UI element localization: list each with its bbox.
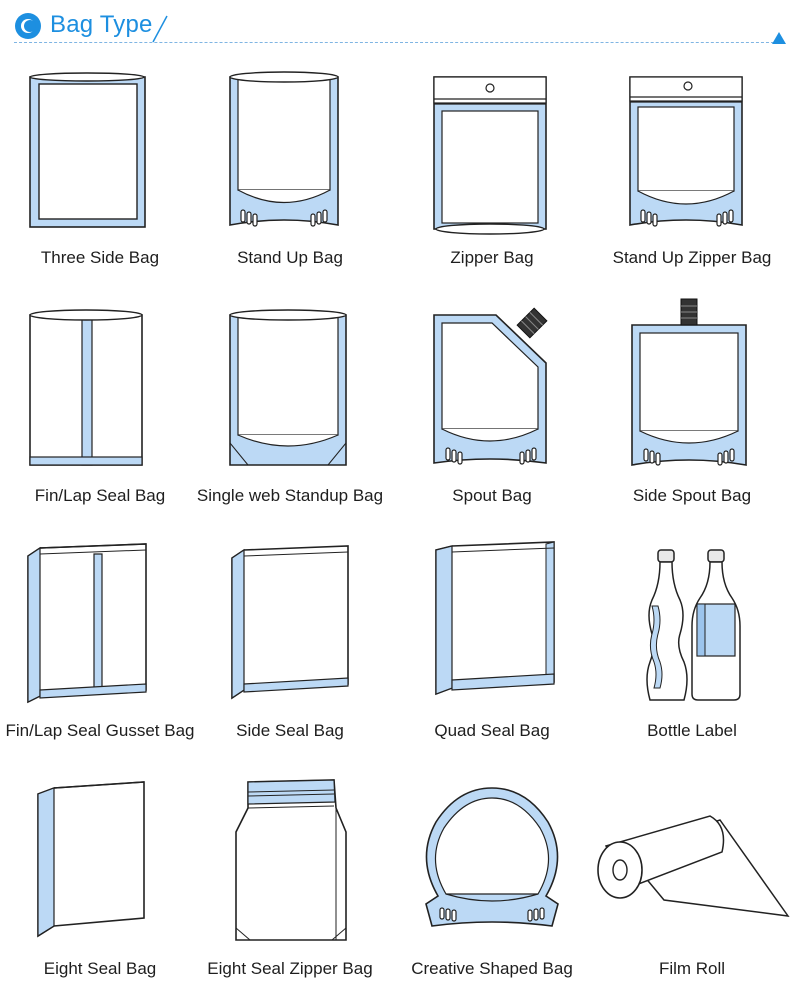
- bag-type-label: Eight Seal Zipper Bag: [207, 959, 373, 978]
- bag-type-item[interactable]: Side Spout Bag: [592, 293, 792, 531]
- bag-type-label: Bottle Label: [647, 721, 737, 740]
- stand-up-zipper-bag-icon: [629, 76, 743, 227]
- bag-type-label: Fin/Lap Seal Bag: [34, 486, 166, 505]
- fin-lap-seal-bag-icon: [29, 309, 143, 466]
- bag-type-label: Film Roll: [658, 959, 726, 978]
- bag-type-item[interactable]: Spout Bag: [392, 293, 592, 531]
- bag-type-item[interactable]: Fin/Lap Seal Gusset Bag: [0, 530, 200, 768]
- bag-type-item[interactable]: Side Seal Bag: [190, 530, 390, 768]
- bag-type-item[interactable]: Stand Up Zipper Bag: [592, 55, 792, 293]
- eight-seal-zipper-bag-icon: [235, 779, 347, 941]
- header-divider: [14, 42, 784, 43]
- bag-type-label: Fin/Lap Seal Gusset Bag: [5, 721, 195, 740]
- bag-type-label: Three Side Bag: [40, 248, 160, 267]
- bag-type-item[interactable]: Eight Seal Zipper Bag: [190, 768, 390, 1006]
- creative-shaped-bag-icon: [425, 787, 559, 927]
- bag-type-label: Stand Up Zipper Bag: [612, 248, 772, 267]
- eight-seal-bag-icon: [37, 781, 145, 938]
- circle-badge-icon: [15, 13, 41, 39]
- bag-type-label: Spout Bag: [452, 486, 532, 505]
- film-roll-icon: [597, 815, 790, 917]
- bag-type-item[interactable]: Eight Seal Bag: [0, 768, 200, 1006]
- section-title: Bag Type: [50, 11, 153, 38]
- bag-type-item[interactable]: Bottle Label: [592, 530, 792, 768]
- bag-type-item[interactable]: Film Roll: [592, 768, 792, 1006]
- bag-type-label: Side Spout Bag: [632, 486, 752, 505]
- zipper-bag-icon: [433, 76, 547, 235]
- bag-type-label: Single web Standup Bag: [196, 486, 384, 505]
- header-slash-decoration: [152, 15, 168, 43]
- bag-type-item[interactable]: Zipper Bag: [392, 55, 592, 293]
- bag-type-label: Side Seal Bag: [236, 721, 344, 740]
- bag-type-item[interactable]: Creative Shaped Bag: [392, 768, 592, 1006]
- bag-type-item[interactable]: Quad Seal Bag: [392, 530, 592, 768]
- bottle-label-icon: [646, 549, 741, 701]
- triangle-up-icon: [772, 32, 786, 44]
- bag-type-label: Zipper Bag: [450, 248, 534, 267]
- bag-type-item[interactable]: Stand Up Bag: [190, 55, 390, 293]
- bag-type-label: Quad Seal Bag: [434, 721, 550, 740]
- stand-up-bag-icon: [229, 71, 339, 227]
- side-seal-bag-icon: [231, 545, 349, 700]
- bag-type-label: Eight Seal Bag: [43, 959, 157, 978]
- side-spout-bag-icon: [631, 298, 747, 466]
- bag-type-item[interactable]: Three Side Bag: [0, 55, 200, 293]
- bag-type-label: Creative Shaped Bag: [411, 959, 573, 978]
- section-header: Bag Type: [0, 0, 800, 52]
- quad-seal-bag-icon: [435, 541, 555, 696]
- spout-bag-icon: [433, 307, 548, 465]
- bag-type-label: Stand Up Bag: [237, 248, 343, 267]
- bag-type-item[interactable]: Single web Standup Bag: [190, 293, 390, 531]
- three-side-bag-icon: [29, 72, 146, 228]
- bag-type-item[interactable]: Fin/Lap Seal Bag: [0, 293, 200, 531]
- fin-lap-seal-gusset-bag-icon: [27, 543, 147, 704]
- single-web-standup-bag-icon: [229, 309, 347, 466]
